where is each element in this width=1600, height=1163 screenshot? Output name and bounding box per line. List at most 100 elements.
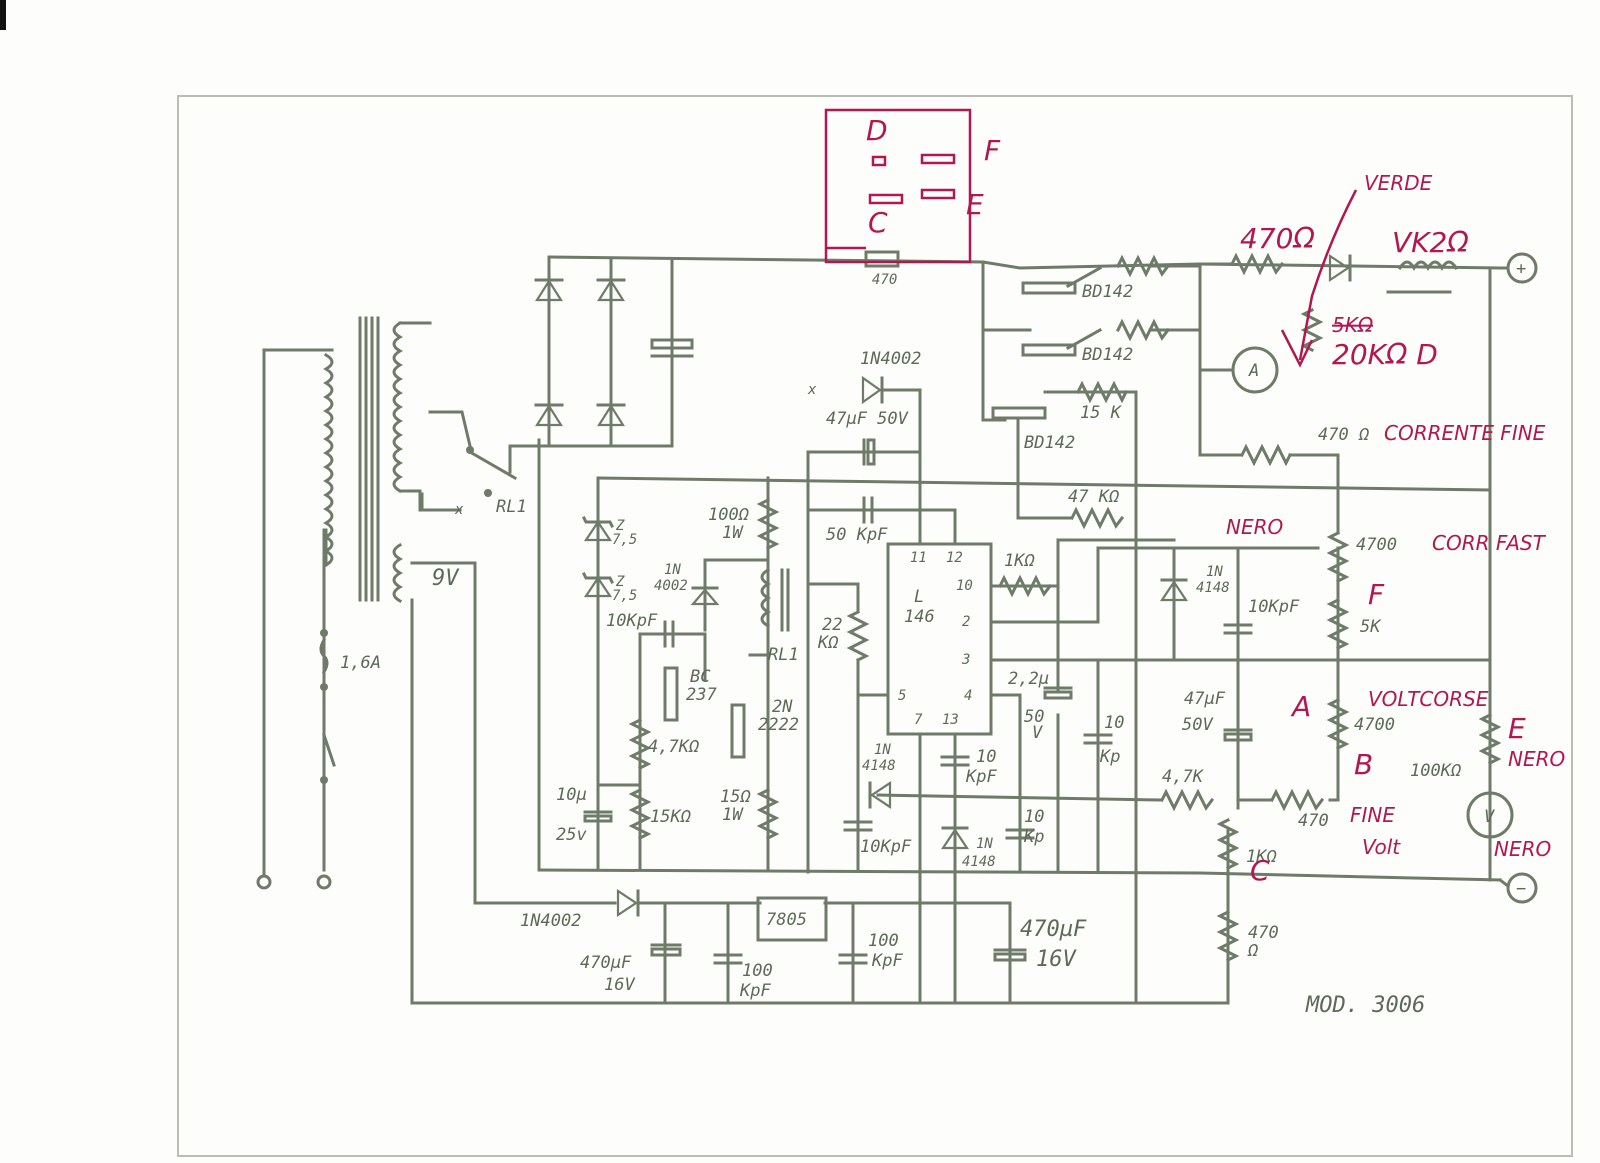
r15k-label: 15 K [1080, 403, 1123, 423]
c470uf-left-label-b: 16V [604, 975, 635, 995]
r22k-label-b: KΩ [817, 633, 839, 653]
fine-label: FINE [1350, 803, 1395, 827]
nero-bottom-label: NERO [1494, 837, 1551, 861]
output-terminal-minus [1497, 872, 1538, 904]
volt-label: Volt [1362, 835, 1401, 859]
ammeter-label: A [1248, 361, 1259, 381]
r15kohm-label: 15KΩ [650, 807, 692, 827]
bridge-diodes [534, 278, 626, 427]
relay-coil [760, 567, 790, 632]
inset-e-label: E [966, 188, 984, 221]
fuse-label: 1,6A [340, 653, 381, 673]
ic-pin-3: 3 [961, 652, 970, 668]
c50kpf-label: 50 KpF [826, 525, 888, 545]
r100-label-a: 100Ω [708, 505, 750, 525]
f-label: F [1368, 578, 1385, 611]
ic-label-a: L [914, 587, 924, 607]
c2u2-label-a: 2,2µ [1008, 669, 1049, 689]
ic-pin-5: 5 [898, 688, 906, 704]
c10kpf-right-label: 10KpF [1248, 597, 1300, 617]
ic-pin-10: 10 [956, 578, 973, 594]
filter-capacitor [650, 338, 694, 358]
bd142-transistors [991, 281, 1077, 420]
relay-coil-label: RL1 [768, 645, 799, 665]
b-label: B [1354, 748, 1373, 781]
c100kpf-label-b: KpF [739, 981, 771, 1001]
r470-low-label-b: Ω [1247, 941, 1259, 961]
transformer [323, 316, 432, 604]
mains-terminals [256, 874, 332, 890]
c2u2-label-c: V [1032, 723, 1043, 743]
c47uf-label: 47µF 50V [826, 409, 909, 429]
c100kpf-label-a: 100 [742, 961, 773, 981]
resistor-470-small [864, 250, 900, 268]
c470uf-left-label-a: 470µF [580, 953, 632, 973]
r100k-label: 100KΩ [1410, 761, 1462, 781]
sheet-border [177, 95, 1573, 1157]
a-label: A [1290, 690, 1311, 723]
relay-contact-label: RL1 [496, 497, 527, 517]
r22k-label-a: 22 [822, 615, 842, 635]
d1n4148-right-label-b: 4148 [1196, 580, 1230, 596]
ic-pin-12: 12 [946, 550, 963, 566]
inset-f-label: F [984, 134, 1001, 167]
scan-mark [0, 0, 6, 30]
signal-diodes [616, 253, 1352, 918]
r100-label-b: 1W [722, 523, 744, 543]
d1n4148-left-label-b: 4148 [862, 758, 896, 774]
driver-transistors [663, 666, 746, 759]
x-left-label: x [454, 502, 464, 518]
corr-fast-label: CORR FAST [1432, 531, 1547, 555]
regulator-label: 7805 [766, 910, 807, 930]
bd142-label-2: BD142 [1082, 345, 1133, 365]
d1n4002-bottom-label: 1N4002 [520, 911, 581, 931]
ic-pin-13: 13 [942, 712, 959, 728]
output-terminal-plus [1498, 252, 1538, 284]
c10kpf-low-label: 10KpF [860, 837, 912, 857]
c470uf-right-label-b: 16V [1036, 947, 1077, 972]
c-label: C [1250, 854, 1270, 887]
ammeter [1231, 346, 1279, 394]
bc237-label-b: 237 [686, 685, 717, 705]
r5k-struck-label: 5KΩ [1332, 313, 1374, 337]
c10kp-low-label-a: 10 [1024, 807, 1044, 827]
r47k-label: 47 KΩ [1068, 487, 1120, 507]
c100kpf2-label-a: 100 [868, 931, 899, 951]
c47uf-right-label-a: 47µF [1184, 689, 1226, 709]
pot1k-label: 1KΩ [1246, 847, 1277, 867]
pot4700-label-b: 4700 [1354, 715, 1395, 735]
e-label: E [1508, 712, 1526, 745]
wires [262, 255, 1502, 1005]
ic-pin-11: 11 [910, 550, 927, 566]
regulator-7805 [756, 896, 828, 942]
d1n4148-low-label-a: 1N [976, 836, 993, 852]
zener1-label-b: 7,5 [612, 532, 637, 548]
ic-pin-7: 7 [914, 712, 923, 728]
d1n4002-mid-label-a: 1N [664, 562, 681, 578]
handwritten-inset [824, 108, 1358, 368]
c10u-label-b: 25v [556, 825, 587, 845]
d1n4002-top-label: 1N4002 [860, 349, 921, 369]
model-label: MOD. 3006 [1305, 993, 1425, 1018]
capacitors [583, 438, 1253, 965]
secondary-label: 9V [432, 566, 460, 591]
t2n2222-label-b: 2222 [758, 715, 799, 735]
zener1-label-a: Z [615, 518, 625, 534]
ic-pin-2: 2 [962, 614, 970, 630]
pot470-fine-label: 470 [1298, 811, 1329, 831]
c47uf-right-label-b: 50V [1182, 715, 1213, 735]
plus-label: + [1516, 259, 1526, 279]
pot5k-label: 5K [1360, 617, 1382, 637]
bc237-label-a: BC [690, 667, 711, 687]
handwritten-labels: D C F E VERDE 470Ω VK2Ω 5KΩ 20KΩ D CORRE… [866, 114, 1565, 887]
x-top-label: x [807, 382, 817, 398]
power-switch[interactable] [320, 733, 336, 784]
r4k7-low-label: 4,7K [1162, 767, 1205, 787]
fuse [319, 629, 329, 691]
inset-d-label: D [866, 114, 888, 147]
c10kpf-mid-label: 10KpF [606, 611, 658, 631]
d1n4148-right-label-a: 1N [1206, 564, 1223, 580]
r15-label-b: 1W [722, 805, 744, 825]
output-inductor [1397, 260, 1459, 271]
